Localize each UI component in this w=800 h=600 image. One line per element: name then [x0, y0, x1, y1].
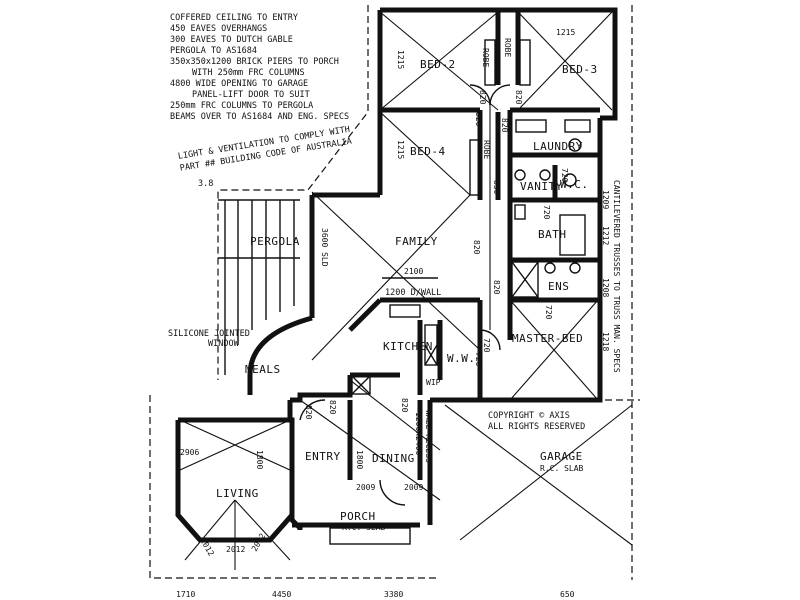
room-entry: ENTRY [305, 450, 341, 463]
dim-1800-a: 1800 [255, 450, 264, 469]
dim-650: 650 [560, 590, 575, 599]
room-ens: ENS [548, 280, 569, 293]
room-robe-3: ROBE [482, 140, 491, 159]
room-meals: MEALS [245, 363, 281, 376]
room-living: LIVING [216, 487, 259, 500]
silicone-label: SILICONE JOINTED [168, 329, 250, 339]
room-vanity: VANITY [520, 180, 563, 193]
dim-1215-bed2: 1215 [396, 50, 405, 69]
dim-2100: 2100 [404, 267, 423, 276]
dim-820-f: 820 [492, 280, 501, 295]
sld-label: 3600 SLD [320, 228, 329, 267]
cantilever-label: CANTILEVERED TRUSSES TO TRUSS MAN. SPECS [612, 180, 621, 373]
note-line-5: 350x350x1200 BRICK PIERS TO PORCH [170, 57, 339, 67]
window-label: WINDOW [208, 339, 240, 349]
room-family: FAMILY [395, 235, 438, 248]
room-bed-3: BED-3 [562, 63, 598, 76]
dim-850: 850 [492, 180, 501, 195]
room-bed-4: BED-4 [410, 145, 446, 158]
dim-720-b: 720 [560, 168, 569, 183]
dim-1215-bed3: 1215 [556, 28, 575, 37]
copyright-label: COPYRIGHT © AXIS [488, 411, 570, 421]
internal-walls [287, 10, 600, 480]
dim-820-h: 820 [304, 405, 313, 420]
dim-820-c: 820 [474, 112, 483, 127]
general-notes: COFFERED CEILING TO ENTRY 450 EAVES OVER… [170, 13, 349, 122]
note-line-6: WITH 250mm FRC COLUMNS [192, 68, 305, 78]
dim-1800-b: 1800 [355, 450, 364, 469]
dim-820-i: 820 [400, 398, 409, 413]
note-line-1: COFFERED CEILING TO ENTRY [170, 13, 298, 23]
room-laundry: LAUNDRY [533, 140, 583, 153]
dim-1208: 1208 [601, 278, 610, 297]
note-line-2: 450 EAVES OVERHANGS [170, 24, 267, 34]
dim-820-e: 820 [472, 240, 481, 255]
pergola-beams [218, 199, 300, 375]
dim-720-e: 720 [474, 352, 483, 367]
note-line-9: 250mm FRC COLUMNS TO PERGOLA [170, 101, 313, 111]
wall-recess-size: 1200x2400 [414, 412, 423, 456]
note-line-8: PANEL-LIFT DOOR TO SUIT [192, 90, 310, 100]
dim-820-b: 820 [514, 90, 523, 105]
room-pergola: PERGOLA [250, 235, 300, 248]
room-bed-2: BED-2 [420, 58, 456, 71]
dim-1212: 1212 [601, 226, 610, 245]
room-ww: W.W. [447, 352, 476, 365]
d-wall-label: 1200 D/WALL [385, 288, 441, 298]
wall-recess-label: WALL RECESS [424, 410, 433, 463]
compliance-mark: 3.8 [198, 179, 213, 189]
note-line-7: 4800 WIDE OPENING TO GARAGE [170, 79, 308, 89]
room-robe-2: ROBE [503, 38, 512, 57]
dim-2906: 2906 [180, 448, 199, 457]
garage-slab-label: R.C. SLAB [540, 464, 584, 473]
room-garage: GARAGE [540, 450, 583, 463]
room-wip: WIP [426, 378, 441, 387]
dim-1209: 1209 [601, 190, 610, 209]
note-line-3: 300 EAVES TO DUTCH GABLE [170, 35, 293, 45]
room-kitchen: KITCHEN [383, 340, 433, 353]
dim-820-g: 820 [328, 400, 337, 415]
dim-2009-a: 2009 [356, 483, 375, 492]
rights-label: ALL RIGHTS RESERVED [488, 422, 585, 432]
room-porch: PORCH [340, 510, 376, 523]
dim-720-d: 720 [482, 338, 491, 353]
porch-slab-label: R.C. SLAB [342, 523, 386, 532]
room-bath: BATH [538, 228, 567, 241]
room-labels: BED-2 BED-3 BED-4 ROBE ROBE ROBE LAUNDRY… [216, 38, 598, 532]
room-master-bed: MASTER-BED [512, 332, 583, 345]
room-dining: DINING [372, 452, 415, 465]
dim-4450: 4450 [272, 590, 291, 599]
room-robe-1: ROBE [481, 48, 490, 67]
fixtures [299, 39, 591, 545]
dim-1218: 1218 [601, 332, 610, 351]
dim-2009-b: 2009 [404, 483, 423, 492]
note-line-4: PERGOLA TO AS1684 [170, 46, 257, 56]
dim-1710: 1710 [176, 590, 195, 599]
roof-lines [179, 11, 633, 570]
dimension-labels: 1215 1215 1215 820 820 820 820 820 820 8… [176, 28, 610, 599]
annotations: SILICONE JOINTED WINDOW 1200 D/WALL 3600… [168, 180, 621, 432]
dim-2012-b: 2012 [226, 545, 245, 554]
dim-820-d: 820 [500, 118, 509, 133]
room-wc: W.C. [560, 178, 589, 191]
dim-820-a: 820 [478, 90, 487, 105]
compliance-note: LIGHT & VENTILATION TO COMPLY WITH PART … [177, 125, 352, 174]
dim-3380: 3380 [384, 590, 403, 599]
note-line-10: BEAMS OVER TO AS1684 AND ENG. SPECS [170, 112, 349, 122]
dim-720-c: 720 [544, 305, 553, 320]
dim-720-a: 720 [542, 205, 551, 220]
dim-1215-bed4: 1215 [396, 140, 405, 159]
